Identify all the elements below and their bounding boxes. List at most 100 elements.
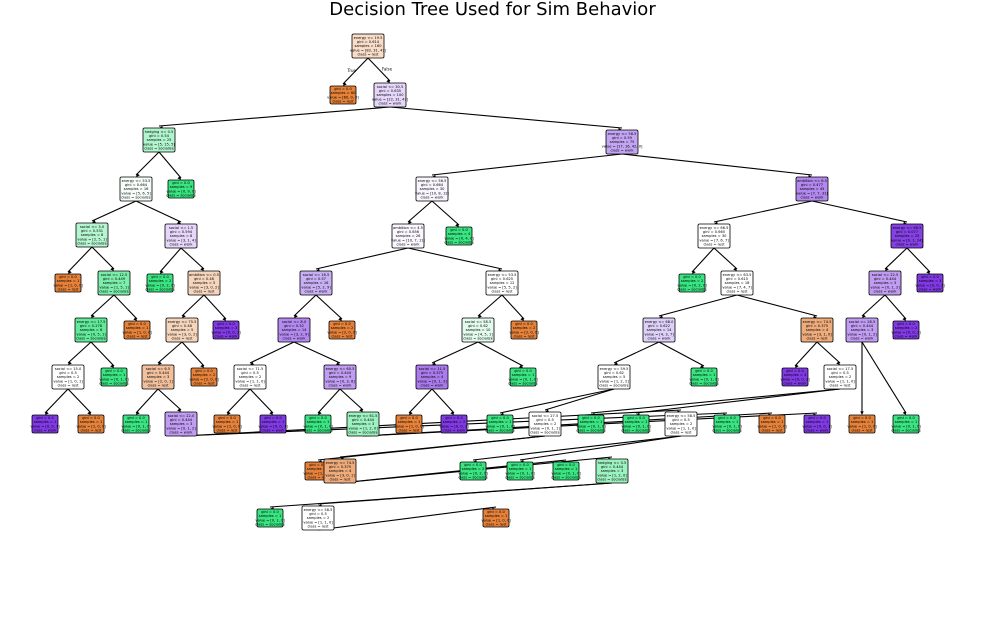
tree-node-box [916, 273, 944, 293]
tree-node-box [890, 223, 924, 249]
tree-edge [135, 200, 182, 223]
tree-node-text: social <= 8.0 [282, 320, 307, 324]
tree-node-text: samples = 8 [170, 234, 193, 238]
tree-edge-arrowhead [336, 361, 340, 365]
tree-edge-arrowhead [386, 79, 390, 83]
tree-edge [91, 246, 115, 270]
tree-node-text: samples = 1 [398, 420, 421, 424]
tree-node-text: value = [1, 0, 0] [394, 424, 424, 428]
tree-node-text: class = work [648, 336, 672, 340]
tree-edge [389, 106, 623, 129]
tree-edge-arrowhead [222, 317, 226, 321]
tree-node-text: class = rest [332, 99, 354, 103]
tree-node-box [622, 414, 650, 434]
tree-node-text: gini = 0.0 [718, 416, 736, 420]
tree-edge [816, 341, 841, 364]
tree-node-box [415, 176, 449, 202]
tree-node-text: value = [0, 1, 0] [303, 424, 333, 428]
tree-node-text: samples = 25 [895, 234, 920, 238]
tree-node-text: value = [0, 1, 0] [712, 424, 742, 428]
tree-node-text: value = [1, 0, 0] [76, 424, 106, 428]
tree-node-text: gini = 0.0 [217, 322, 235, 326]
tree-edge [135, 151, 160, 176]
tree-node-text: samples = 10 [466, 328, 492, 332]
tree-node-box [328, 320, 356, 340]
tree-node-text: energy <= 56.5 [418, 179, 447, 183]
tree-node-text: value = [0, 1, 0] [551, 471, 581, 475]
tree-node-text: samples = 2 [513, 326, 536, 330]
tree-node-text: class = work [329, 383, 353, 387]
tree-node-box [187, 270, 221, 296]
tree-node-text: class = rest [329, 477, 351, 481]
tree-node-text: class = rest [307, 475, 329, 479]
tree-node-text: energy <= 53.5 [122, 179, 151, 183]
tree-edge [431, 388, 455, 414]
tree-node-box [528, 411, 562, 437]
tree-node-text: gini = 0.656 [397, 230, 420, 234]
tree-node-text: gini = 0.0 [218, 416, 236, 420]
tree-node-text: value = [3, 0, 1] [325, 473, 355, 477]
tree-node-text: class = socialize [348, 430, 378, 434]
tree-node-text: gini = 0.0 [487, 510, 505, 514]
tree-node-box [329, 85, 357, 105]
tree-node-text: gini = 0.0 [151, 275, 169, 279]
tree-node-text: samples = 2 [534, 422, 557, 426]
tree-node-text: class = work [919, 287, 943, 291]
tree-node-box [868, 270, 902, 296]
tree-edge [342, 57, 369, 85]
tree-node-text: samples = 2 [670, 422, 693, 426]
tree-node-text: social <= 1.5 [169, 226, 193, 230]
tree-edge-arrowhead [87, 411, 91, 415]
tree-node-text: value = [82, 31, 47] [350, 48, 387, 52]
tree-edge [249, 388, 274, 414]
tree-node-text: value = [1, 1, 0] [235, 379, 265, 383]
tree-node-text: class = work [874, 289, 898, 293]
tree-edge [67, 341, 92, 364]
tree-node-text: gini = 0.531 [81, 229, 103, 233]
tree-node-text: value = [0, 1, 0] [99, 377, 129, 381]
tree-node-text: class = work [283, 336, 307, 340]
tree-node-text: class = rest [670, 430, 692, 434]
tree-node-text: gini = 0.0 [36, 416, 54, 420]
tree-node-box [213, 414, 241, 434]
tree-edge [367, 57, 391, 82]
tree-node-text: class = work [215, 334, 239, 338]
tree-node-text: samples = 12 [490, 281, 515, 285]
tree-node-text: value = [1, 2, 0] [348, 426, 378, 430]
tree-node-text: social <= 11.5 [419, 367, 446, 371]
tree-node-box [119, 176, 153, 202]
tree-node-box [486, 414, 514, 434]
tree-node-text: value = [4, 3, 7] [644, 332, 674, 336]
tree-node-box [461, 317, 495, 343]
tree-node-text: value = [0, 1, 2] [870, 285, 900, 289]
tree-node-text: class = socialize [530, 430, 560, 434]
tree-node-text: gini = 0.0 [683, 275, 701, 279]
tree-node-text: class = rest [126, 334, 148, 338]
tree-node-text: samples = 1 [580, 420, 603, 424]
tree-node-text: samples = 2 [895, 326, 918, 330]
tree-node-text: class = work [305, 289, 329, 293]
tree-node-text: hedging <= 0.5 [598, 461, 627, 465]
tree-edge [157, 341, 183, 364]
tree-node-text: class = socialize [508, 381, 538, 385]
tree-node-text: samples = 6 [80, 328, 103, 332]
tree-edge-arrowhead [227, 411, 231, 415]
tree-node-text: samples = 3 [215, 326, 238, 330]
tree-node-text: gini = 0.375 [329, 465, 351, 469]
tree-edge [315, 247, 409, 270]
tree-edge-arrowhead [885, 267, 889, 271]
tree-node-text: value = [0, 1, 0] [576, 424, 606, 428]
